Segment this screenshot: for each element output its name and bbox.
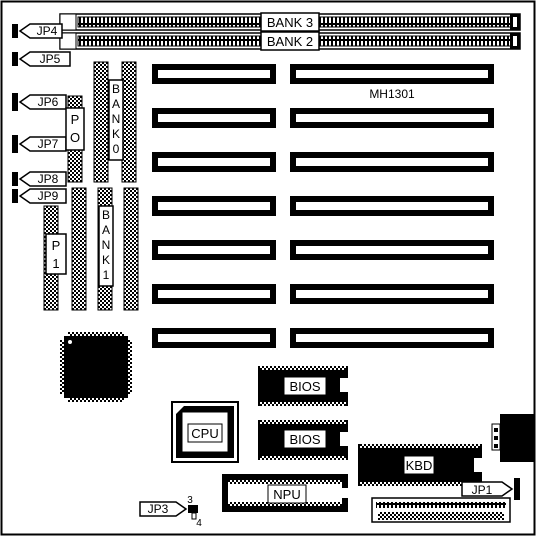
npu-label: NPU — [273, 487, 300, 502]
p0-letter-1: P — [71, 112, 80, 127]
jumper-jp9[interactable]: JP9 — [12, 188, 67, 204]
jp9-label: JP9 — [38, 189, 59, 203]
bank1-letter-5: 1 — [103, 268, 110, 282]
bios-chip-bottom — [258, 420, 348, 460]
jumper-jp1[interactable]: JP1 — [461, 478, 520, 500]
jumper-jp7[interactable]: JP7 — [12, 135, 67, 153]
jumper-jp3[interactable]: JP3 — [139, 501, 198, 520]
bios-top-label: BIOS — [289, 379, 320, 394]
bios-bottom-label-box — [283, 429, 327, 449]
expansion-slots-right — [290, 64, 494, 348]
jp7-label: JP7 — [38, 137, 59, 151]
jumper-jp5[interactable]: JP5 — [12, 51, 71, 67]
bank1-letter-3: N — [102, 238, 111, 252]
p1-letter-2: 1 — [52, 256, 59, 271]
jp8-label: JP8 — [38, 172, 59, 186]
kbd-label: KBD — [406, 458, 433, 473]
expansion-slots-left — [152, 64, 276, 348]
bank1-label-box — [98, 205, 114, 287]
bank3-label: BANK 3 — [267, 15, 313, 30]
bank0-letter-4: K — [112, 127, 120, 141]
bank0-letter-3: N — [112, 112, 121, 126]
jp3-pin-4: 4 — [196, 518, 202, 529]
bank0-letter-2: A — [112, 97, 120, 111]
bank0-label-box — [108, 79, 124, 161]
bank0-letter-5: 0 — [113, 142, 120, 156]
bios-bottom-label: BIOS — [289, 432, 320, 447]
npu-label-box — [267, 484, 307, 504]
jumper-jp8[interactable]: JP8 — [12, 171, 67, 187]
chipset-plcc — [60, 332, 132, 402]
jumper-jp4[interactable]: JP4 — [12, 23, 63, 39]
bank2-label: BANK 2 — [267, 34, 313, 49]
p0-letter-2: O — [70, 130, 80, 145]
board-model-label: MH1301 — [369, 87, 415, 101]
jp3-label: JP3 — [148, 502, 169, 516]
bank3-label-box — [260, 12, 320, 32]
power-connector — [371, 497, 511, 523]
npu-socket — [222, 474, 348, 512]
bank1-letter-2: A — [102, 223, 110, 237]
cpu-label: CPU — [191, 426, 218, 441]
p0-label-box — [65, 107, 85, 151]
kbd-label-box — [403, 455, 435, 475]
bios-top-label-box — [283, 376, 327, 396]
bank1-letter-4: K — [102, 253, 110, 267]
keyboard-connector — [491, 414, 534, 462]
bank2-label-box — [260, 31, 320, 51]
jumper-jp6[interactable]: JP6 — [12, 93, 67, 111]
jp3-pin-3: 3 — [187, 495, 193, 506]
p1-label-box — [45, 233, 67, 275]
jp6-label: JP6 — [38, 95, 59, 109]
jp1-label: JP1 — [472, 483, 493, 497]
bank0-letter-1: B — [112, 82, 120, 96]
jp4-label: JP4 — [37, 24, 58, 38]
p1-letter-1: P — [52, 238, 61, 253]
bank1-letter-1: B — [102, 208, 110, 222]
cpu-label-box — [187, 423, 223, 443]
jp5-label: JP5 — [40, 52, 61, 66]
